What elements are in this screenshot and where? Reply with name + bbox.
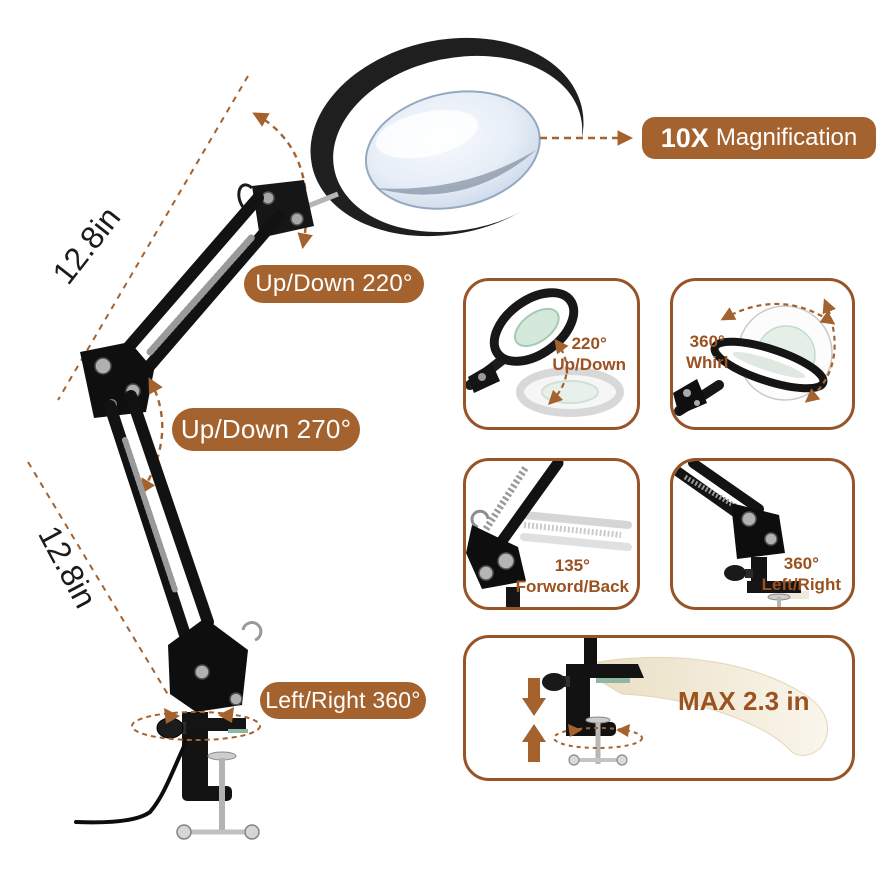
upper-arm-spring xyxy=(146,233,256,356)
up-down-illustration xyxy=(466,288,624,417)
elbow-joint xyxy=(80,342,154,418)
magnifier-head xyxy=(310,37,584,237)
table-edge xyxy=(597,656,829,756)
whirl-illustration xyxy=(673,298,836,416)
callout-up-down-220-label: Up/Down 220° xyxy=(255,270,413,297)
lower-arm xyxy=(104,390,214,641)
feature-label-forward-back: 135° Forword/Back xyxy=(515,555,629,596)
rotation-arrow-elbow xyxy=(140,377,164,495)
rotation-arrow-base xyxy=(131,707,261,741)
callout-magnification: 10X Magnification xyxy=(642,117,876,159)
callout-up-down-220: Up/Down 220° xyxy=(244,265,424,303)
clamp-range-arrows xyxy=(522,678,546,762)
feature-box-max-clamp: MAX 2.3 in xyxy=(463,635,855,781)
feature-box-left-right: 360° Left/Right xyxy=(670,458,855,610)
feature-label-max-clamp: MAX 2.3 in xyxy=(678,686,810,716)
left-right-illustration xyxy=(673,461,809,607)
lower-arm-spring xyxy=(122,437,178,593)
callout-left-right-360: Left/Right 360° xyxy=(260,682,426,719)
dimension-lower-label: 12.8in xyxy=(31,520,104,614)
callout-up-down-270: Up/Down 270° xyxy=(172,408,360,451)
magnification-value: 10X xyxy=(660,122,709,153)
forward-back-illustration xyxy=(466,461,632,607)
feature-label-whirl: 360° Whirl xyxy=(686,331,729,372)
callout-left-right-360-label: Left/Right 360° xyxy=(265,687,421,713)
feature-label-up-down: 220° Up/Down xyxy=(552,333,626,374)
dimension-upper-label: 12.8in xyxy=(45,200,127,291)
base-bracket xyxy=(168,618,263,712)
feature-box-whirl: 360° Whirl xyxy=(670,278,855,430)
feature-box-forward-back: 135° Forword/Back xyxy=(463,458,640,610)
rotation-arrow-head xyxy=(252,112,313,250)
magnification-word: Magnification xyxy=(715,124,858,151)
dimension-lower-arm: 12.8in xyxy=(27,461,171,699)
callout-up-down-270-label: Up/Down 270° xyxy=(180,414,352,444)
feature-box-up-down: 220° Up/Down xyxy=(463,278,640,430)
feature-label-left-right: 360° Left/Right xyxy=(761,553,841,594)
max-clamp-illustration xyxy=(522,638,829,766)
power-cable xyxy=(74,740,188,825)
